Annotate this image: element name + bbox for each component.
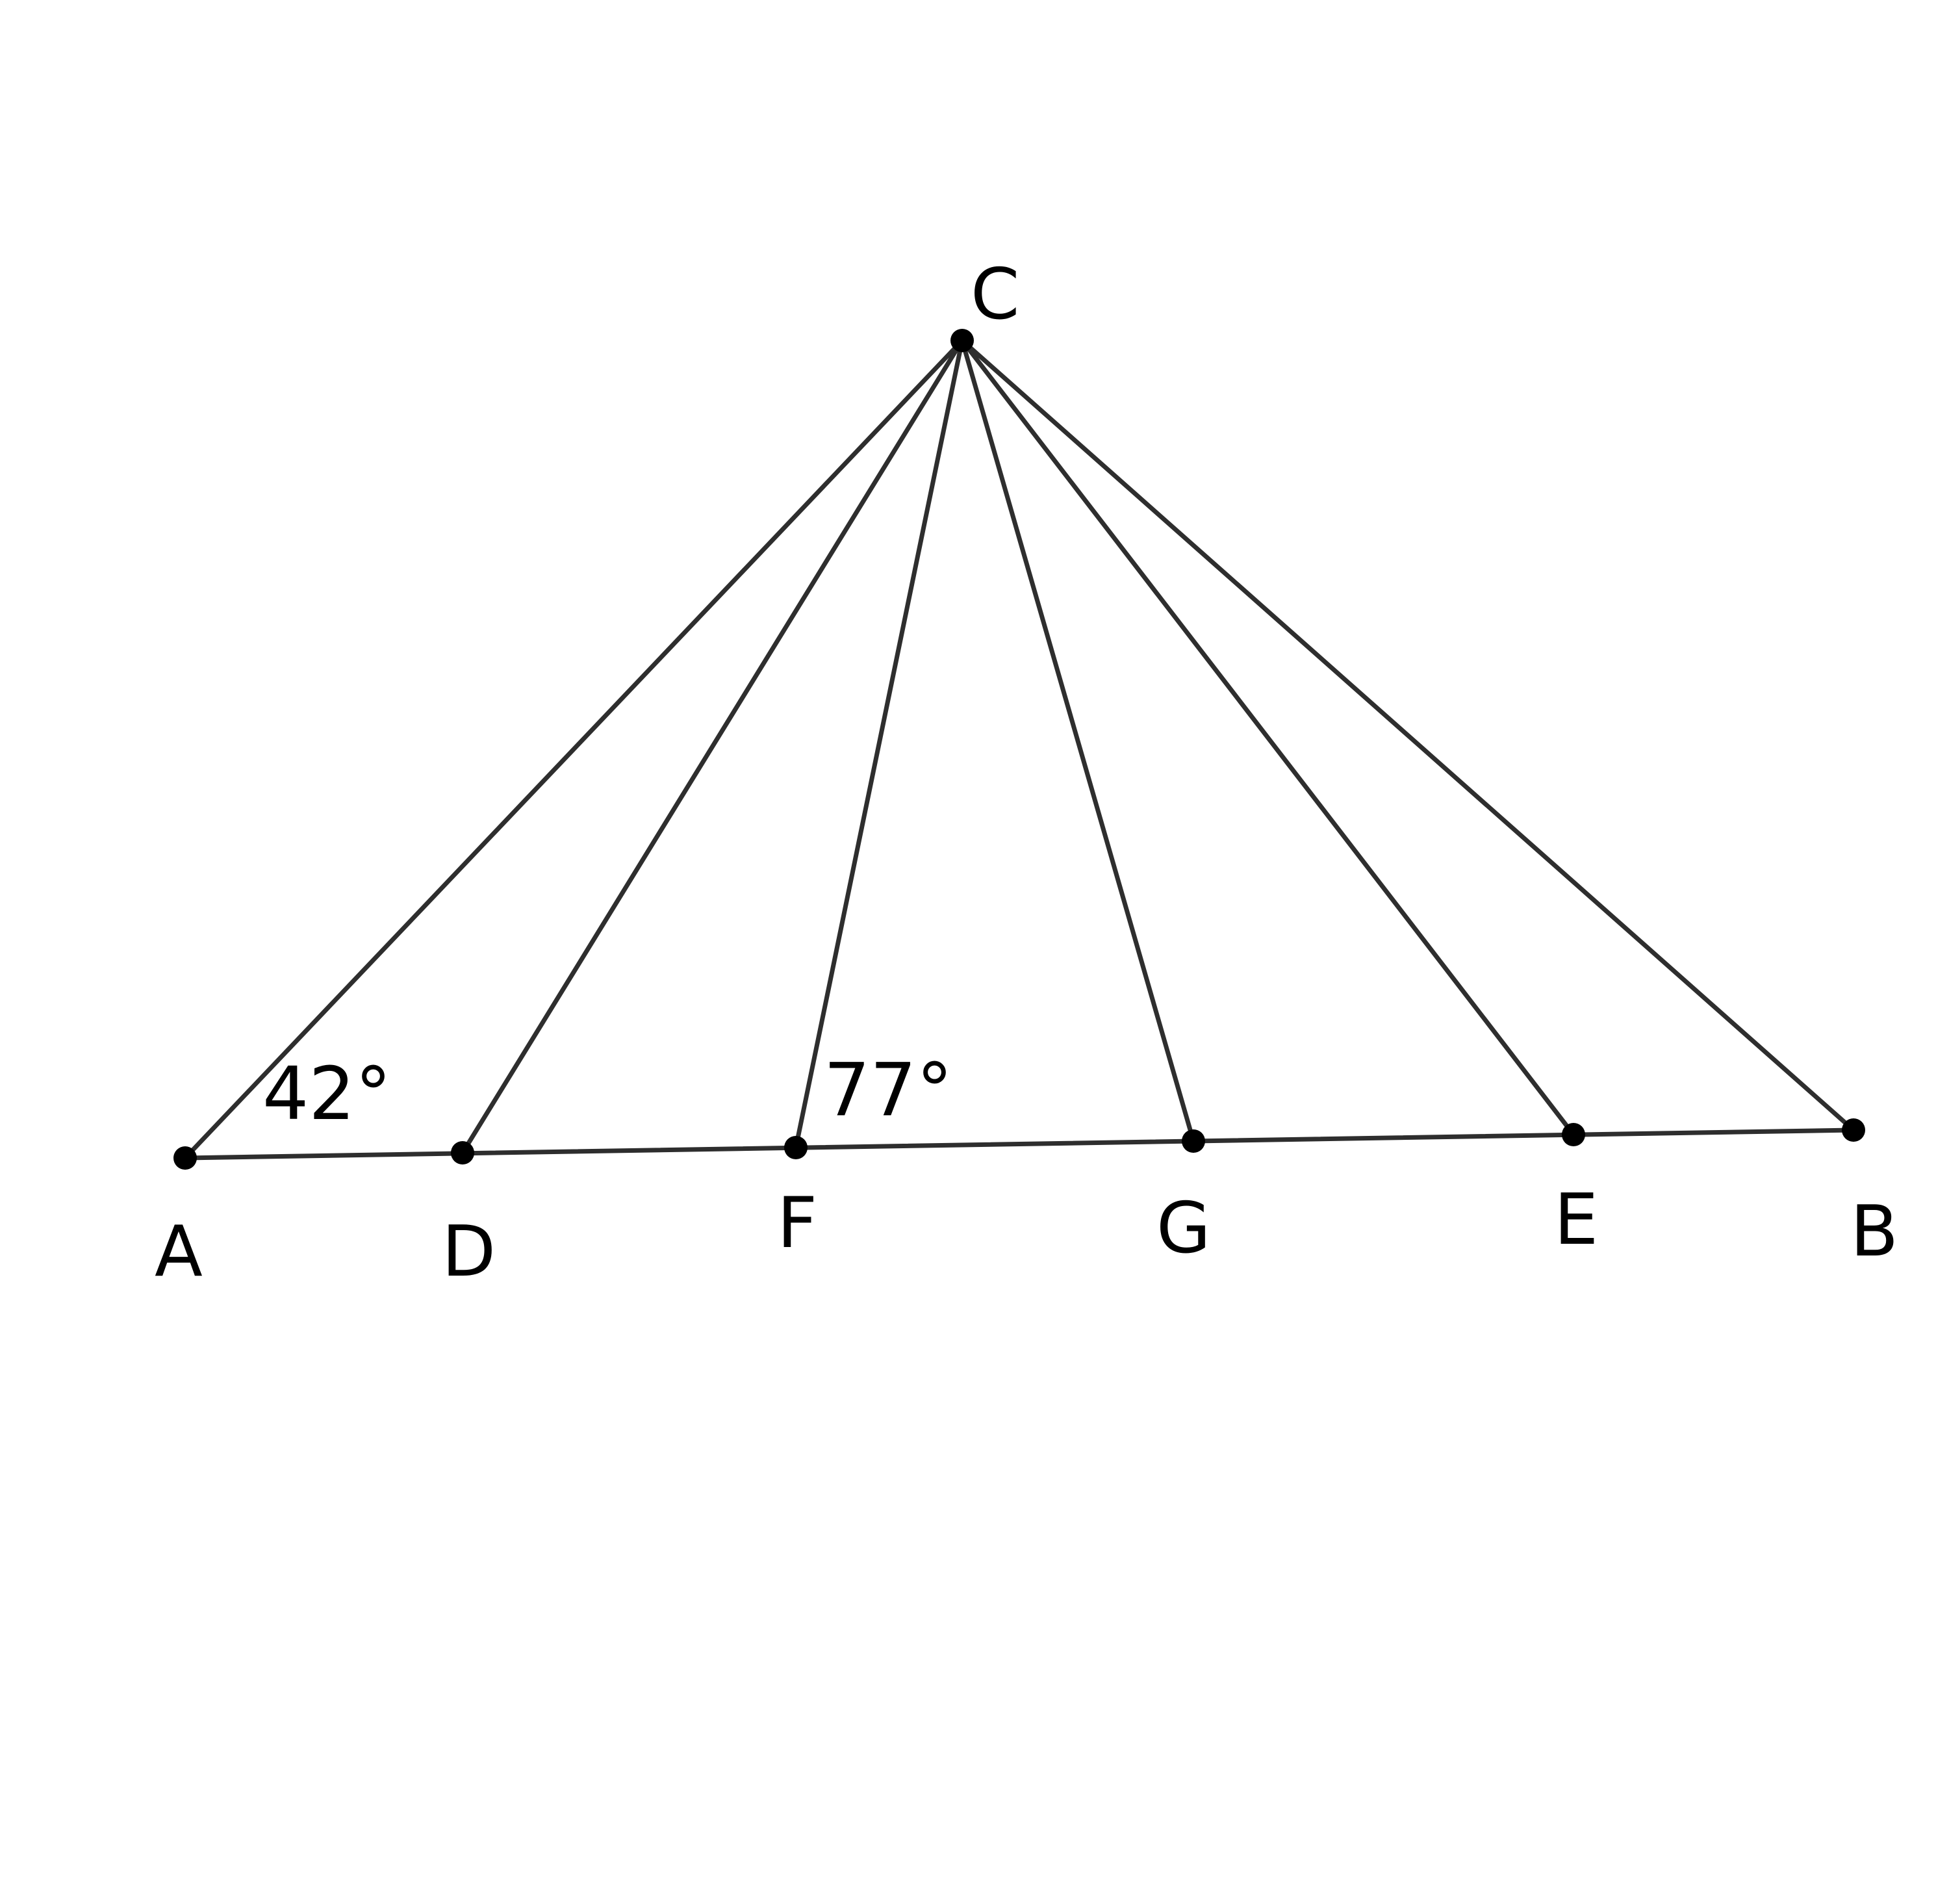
point-A	[173, 1146, 197, 1170]
segment-CB	[960, 338, 1856, 1133]
segment-CG	[960, 338, 1196, 1144]
label-E: E	[1554, 1179, 1598, 1261]
segment-CD	[460, 338, 965, 1155]
angle-label-F: 77°	[824, 1048, 953, 1133]
segment-CE	[960, 338, 1576, 1137]
segment-CA	[183, 338, 965, 1161]
label-F: F	[777, 1183, 817, 1264]
label-G: G	[1156, 1188, 1211, 1269]
label-A: A	[155, 1211, 203, 1293]
point-E	[1562, 1123, 1585, 1146]
segment-AB	[183, 1127, 1856, 1161]
point-D	[451, 1141, 474, 1164]
segment-CF	[793, 338, 965, 1150]
label-B: B	[1850, 1191, 1898, 1272]
point-G	[1182, 1129, 1205, 1153]
label-D: D	[442, 1211, 496, 1293]
point-B	[1842, 1118, 1865, 1142]
point-F	[784, 1136, 808, 1159]
angle-label-A: 42°	[262, 1052, 392, 1137]
label-C: C	[971, 254, 1019, 335]
point-C	[950, 329, 974, 352]
